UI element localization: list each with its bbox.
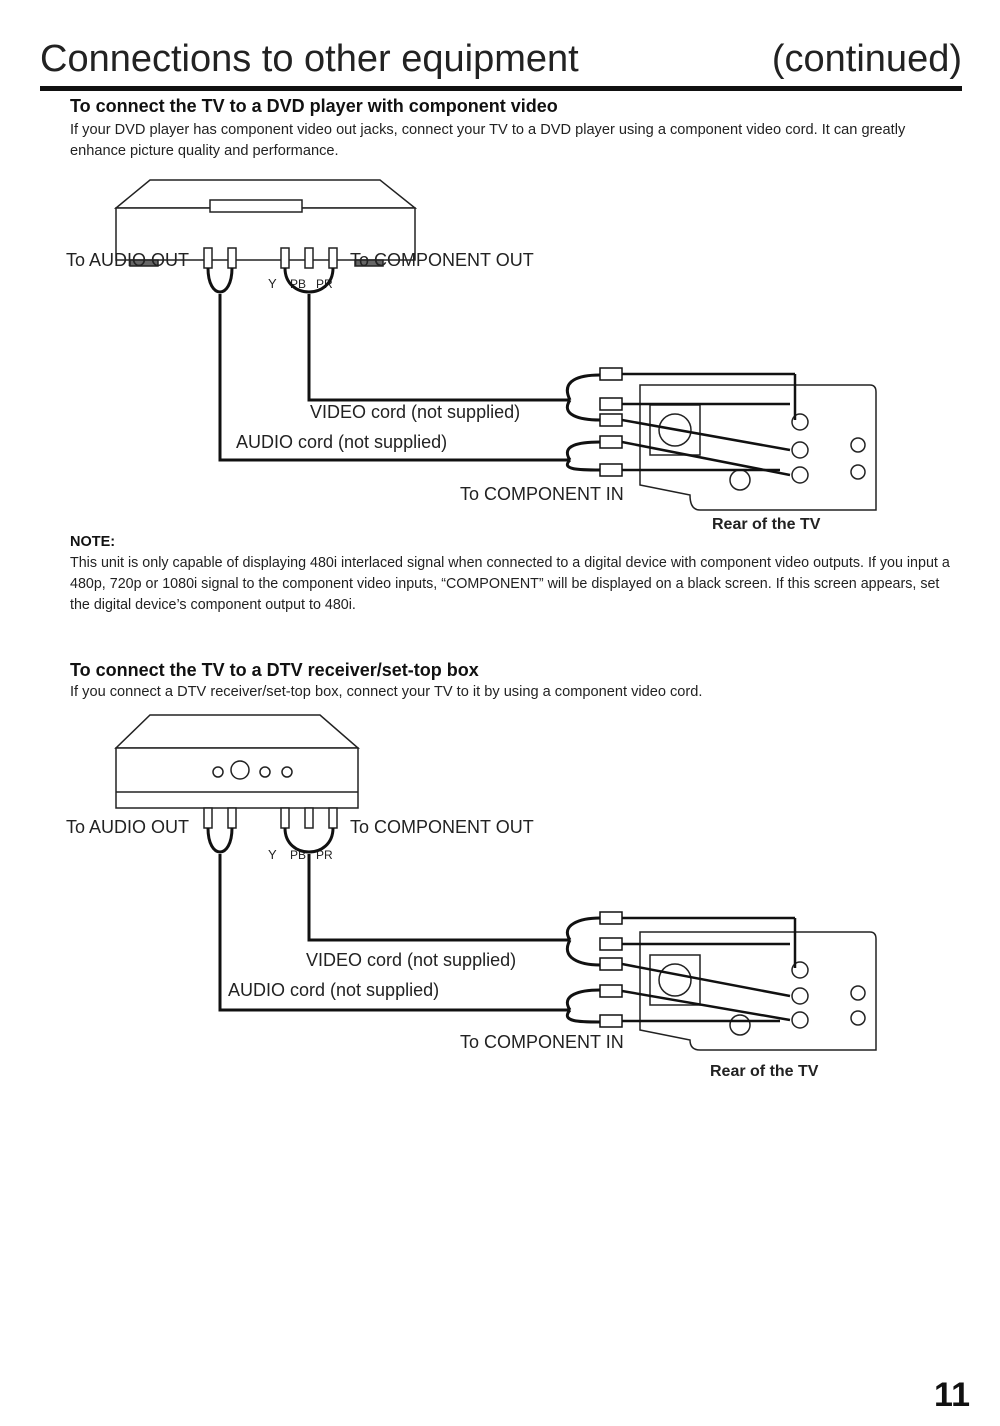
component-in-label: To COMPONENT IN <box>460 484 624 504</box>
y-label: Y <box>268 276 277 291</box>
cable-plugs <box>599 911 623 1028</box>
component-out-jacks-icon <box>280 247 338 269</box>
page-title: Connections to other equipment <box>40 38 579 80</box>
section-dvd-heading: To connect the TV to a DVD player with c… <box>70 96 558 116</box>
page-header: Connections to other equipment (continue… <box>40 38 962 86</box>
audio-cord-label: AUDIO cord (not supplied) <box>236 432 447 452</box>
cables <box>206 827 601 1024</box>
dvd-connection-diagram: To AUDIO OUT To COMPONENT OUT Y PB PR VI… <box>0 170 1000 540</box>
tv-connection-lines <box>621 372 797 477</box>
rear-of-tv-label: Rear of the TV <box>712 516 821 533</box>
component-out-label: To COMPONENT OUT <box>350 250 534 270</box>
tv-connection-lines <box>621 916 797 1023</box>
dtv-connection-diagram: To AUDIO OUT To COMPONENT OUT Y PB PR VI… <box>0 700 1000 1090</box>
cables <box>206 267 601 472</box>
audio-out-label: To AUDIO OUT <box>66 250 189 270</box>
note-heading: NOTE: <box>70 534 116 550</box>
video-cord-label: VIDEO cord (not supplied) <box>306 950 516 970</box>
section-dvd-body: If your DVD player has component video o… <box>70 122 906 159</box>
cable-plugs <box>599 367 623 477</box>
video-cord-label: VIDEO cord (not supplied) <box>310 402 520 422</box>
set-top-box-icon <box>114 714 361 809</box>
audio-out-label: To AUDIO OUT <box>66 817 189 837</box>
continued-label: (continued) <box>771 38 962 80</box>
component-out-label: To COMPONENT OUT <box>350 817 534 837</box>
rear-of-tv-label: Rear of the TV <box>710 1063 819 1080</box>
tv-rear-panel-icon <box>639 384 877 511</box>
component-out-jacks-icon <box>280 807 338 829</box>
header-rule <box>40 86 962 91</box>
note-body: This unit is only capable of displaying … <box>70 555 950 613</box>
section-dtv-body: If you connect a DTV receiver/set-top bo… <box>70 684 703 700</box>
section-dtv-heading: To connect the TV to a DTV receiver/set-… <box>70 660 479 680</box>
component-in-label: To COMPONENT IN <box>460 1032 624 1052</box>
dvd-player-icon <box>113 179 418 267</box>
audio-out-jacks-icon <box>203 807 237 829</box>
y-label: Y <box>268 847 277 862</box>
page-number: 11 <box>934 1376 970 1414</box>
pr-label: PR <box>316 848 333 862</box>
audio-cord-label: AUDIO cord (not supplied) <box>228 980 439 1000</box>
